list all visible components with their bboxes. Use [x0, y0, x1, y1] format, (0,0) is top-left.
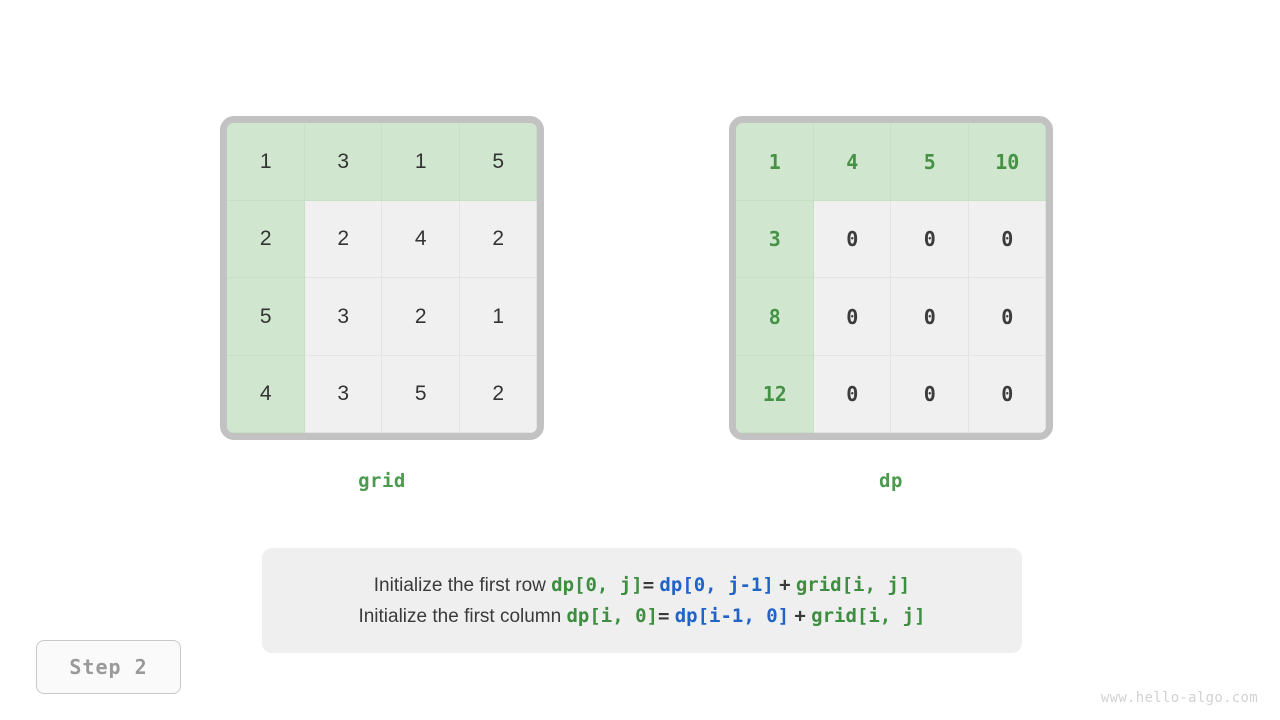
grid-cell-0-1: 3 [304, 123, 382, 201]
caption-line-2: Initialize the first column dp[i, 0]= dp… [358, 604, 926, 627]
grid-cell-3-0: 4 [227, 355, 305, 433]
dp-cell-1-3: 0 [968, 200, 1046, 278]
dp-cell-0-2: 5 [891, 123, 969, 201]
dp-cell-2-1: 0 [813, 278, 891, 356]
grid-matrix-label: grid [358, 470, 406, 492]
dp-cell-3-2: 0 [891, 355, 969, 433]
caption-line-2-plus: + [794, 604, 806, 627]
dp-matrix-label: dp [879, 470, 903, 492]
caption-box: Initialize the first row dp[0, j]= dp[0,… [262, 548, 1022, 653]
caption-line-2-text: Initialize the first column [358, 605, 567, 627]
watermark: www.hello-algo.com [1100, 690, 1258, 706]
dp-matrix: 1 4 5 10 3 0 0 0 8 0 0 0 12 0 0 0 [729, 116, 1053, 440]
caption-line-1-text: Initialize the first row [373, 574, 552, 596]
grid-cell-3-1: 3 [304, 355, 382, 433]
dp-cell-3-3: 0 [968, 355, 1046, 433]
grid-cell-1-3: 2 [459, 200, 537, 278]
dp-cell-0-1: 4 [813, 123, 891, 201]
dp-cell-0-0: 1 [736, 123, 814, 201]
grid-cell-2-0: 5 [227, 278, 305, 356]
caption-line-1: Initialize the first row dp[0, j]= dp[0,… [373, 573, 911, 596]
grid-cell-2-1: 3 [304, 278, 382, 356]
dp-cell-3-0: 12 [736, 355, 814, 433]
dp-cell-0-3: 10 [968, 123, 1046, 201]
dp-cell-1-0: 3 [736, 200, 814, 278]
caption-line-2-equals: = [658, 604, 670, 627]
caption-line-1-code-lhs: dp[0, j] [551, 573, 643, 596]
dp-cell-1-2: 0 [891, 200, 969, 278]
dp-cell-2-3: 0 [968, 278, 1046, 356]
caption-line-1-code-grid: grid[i, j] [795, 573, 911, 596]
dp-cell-2-0: 8 [736, 278, 814, 356]
dp-cell-3-1: 0 [813, 355, 891, 433]
grid-cell-0-2: 1 [382, 123, 460, 201]
grid-cell-1-0: 2 [227, 200, 305, 278]
grid-cell-0-0: 1 [227, 123, 305, 201]
dp-matrix-container: 1 4 5 10 3 0 0 0 8 0 0 0 12 0 0 0 [729, 116, 1053, 440]
grid-cell-3-2: 5 [382, 355, 460, 433]
grid-cell-1-1: 2 [304, 200, 382, 278]
grid-cell-2-3: 1 [459, 278, 537, 356]
step-badge: Step 2 [36, 640, 181, 694]
dp-cell-1-1: 0 [813, 200, 891, 278]
dp-cell-2-2: 0 [891, 278, 969, 356]
grid-cell-1-2: 4 [382, 200, 460, 278]
caption-line-2-code-lhs: dp[i, 0] [566, 604, 658, 627]
caption-line-1-equals: = [642, 573, 655, 596]
grid-matrix-container: 1 3 1 5 2 2 4 2 5 3 2 1 4 3 5 2 [220, 116, 544, 440]
grid-matrix: 1 3 1 5 2 2 4 2 5 3 2 1 4 3 5 2 [220, 116, 544, 440]
caption-line-2-code-grid: grid[i, j] [811, 604, 926, 627]
caption-line-1-code-prev: dp[0, j-1] [659, 573, 774, 596]
grid-cell-0-3: 5 [459, 123, 537, 201]
caption-line-1-plus: + [779, 573, 791, 596]
caption-line-2-code-prev: dp[i-1, 0] [674, 604, 790, 627]
grid-cell-2-2: 2 [382, 278, 460, 356]
grid-cell-3-3: 2 [459, 355, 537, 433]
